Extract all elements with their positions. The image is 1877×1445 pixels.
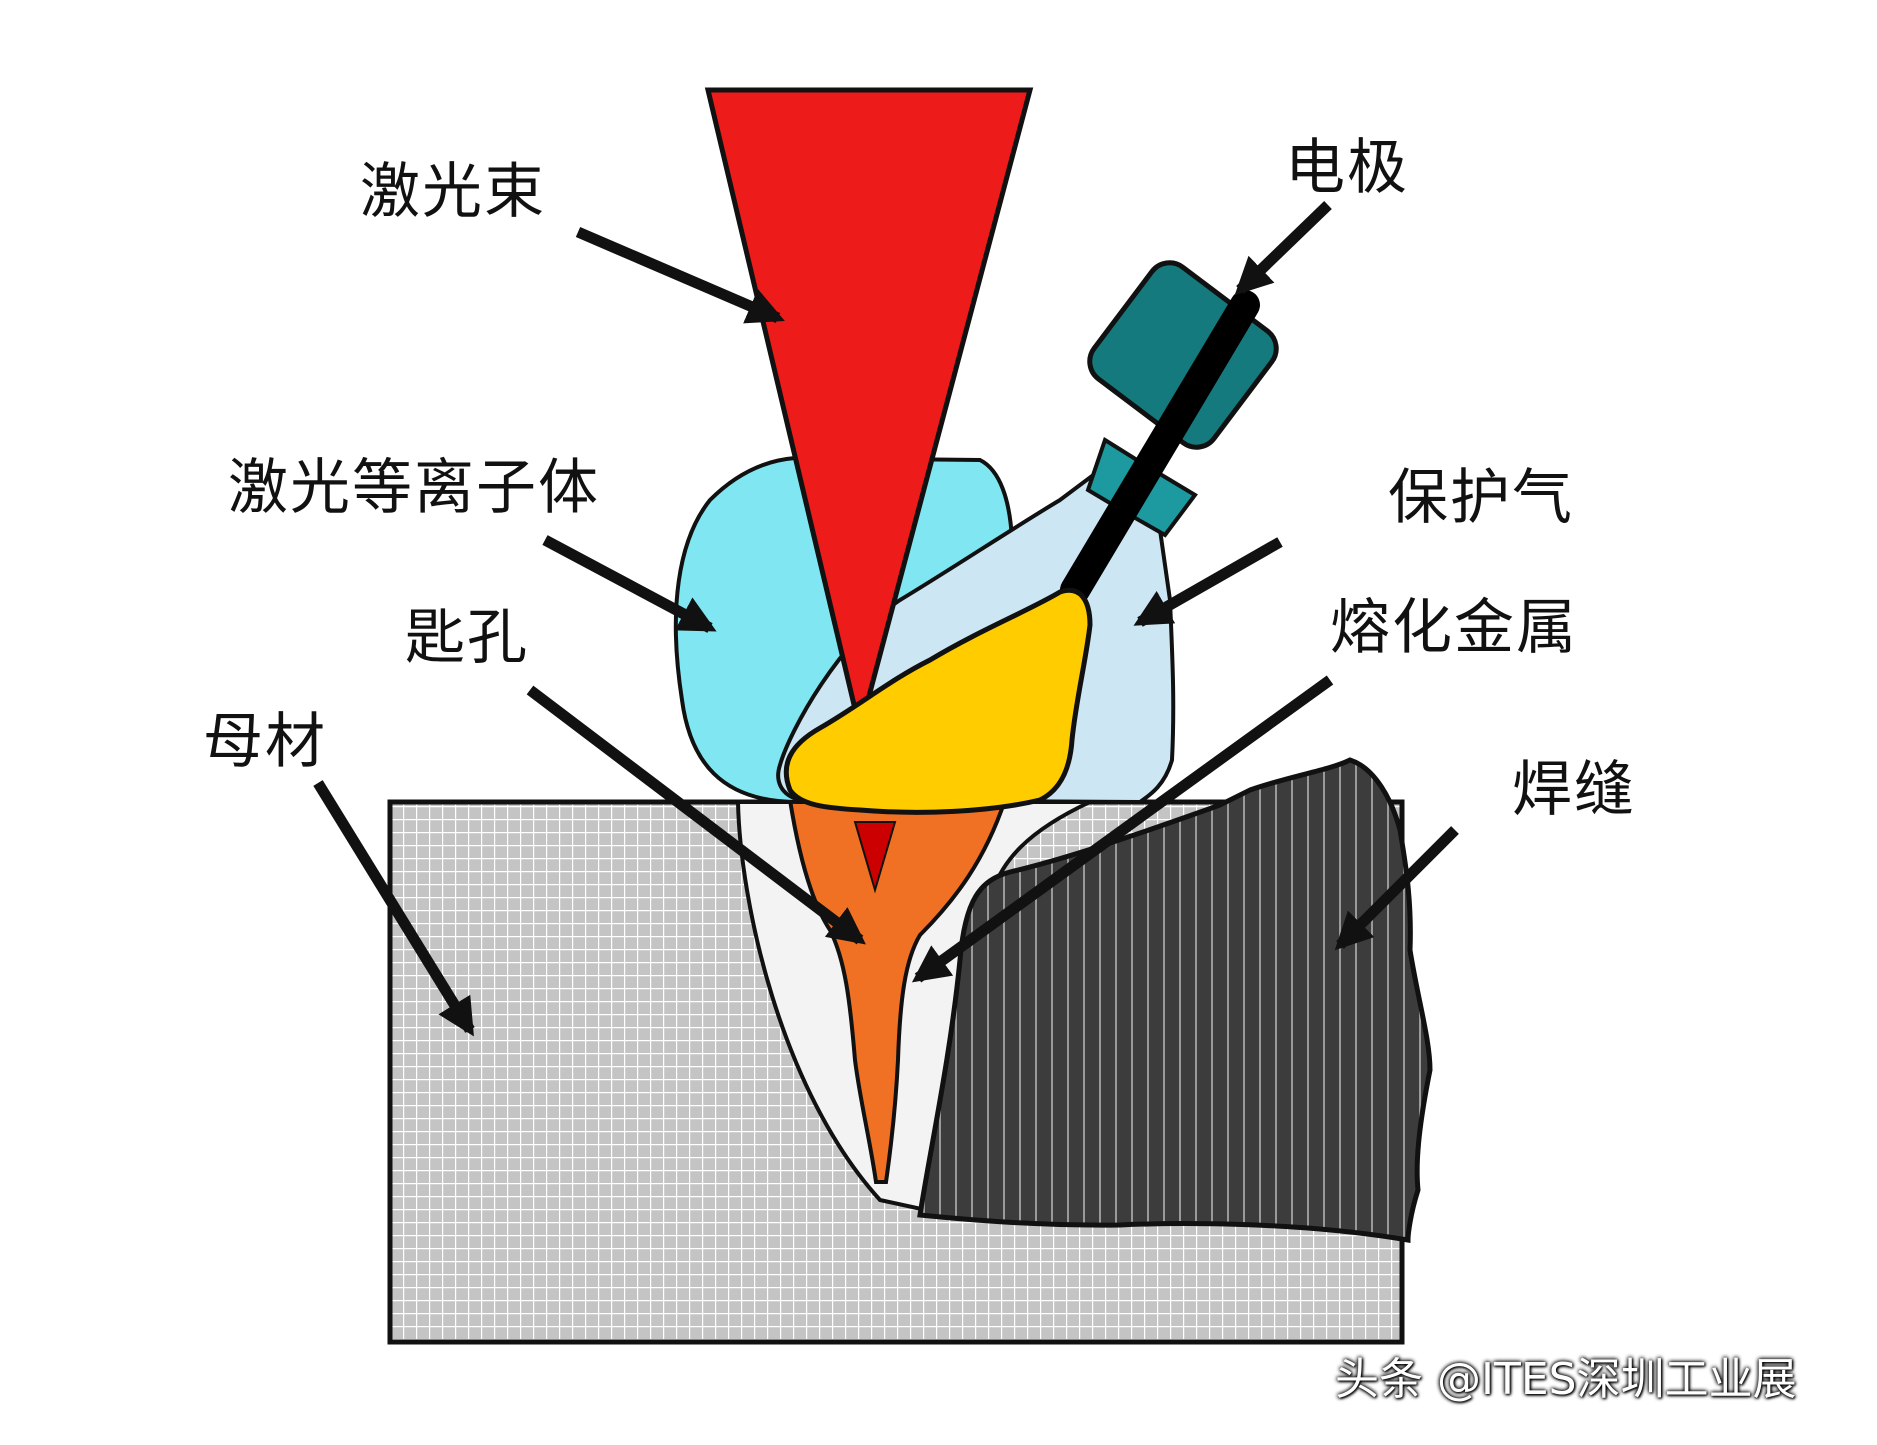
label-weld-seam: 焊缝: [1512, 755, 1636, 825]
label-electrode: 电极: [1285, 133, 1409, 203]
label-molten-metal: 熔化金属: [1330, 593, 1578, 663]
watermark: 头条 @ITES深圳工业展: [1335, 1354, 1797, 1405]
laser-beam: [704, 87, 1034, 731]
keyhole-tip: [853, 821, 897, 894]
label-laser-beam: 激光束: [360, 157, 546, 227]
arrow-shielding-gas: [1133, 537, 1283, 627]
callout-arrows: [313, 201, 1459, 1037]
label-laser-plasma: 激光等离子体: [228, 453, 600, 523]
label-base-metal: 母材: [203, 707, 327, 777]
arrow-laser-beam: [575, 226, 785, 324]
label-keyhole: 匙孔: [405, 603, 529, 673]
arc-plasma: [783, 587, 1093, 815]
arrow-base-metal: [313, 780, 475, 1037]
electrode-rod: [1060, 290, 1260, 605]
arrow-molten-metal: [911, 675, 1334, 983]
arrow-electrode: [1234, 201, 1332, 296]
arrow-weld-seam: [1334, 826, 1459, 951]
label-shielding-gas: 保护气: [1388, 463, 1574, 533]
arrow-keyhole: [526, 685, 866, 945]
arrow-laser-plasma: [542, 535, 717, 633]
